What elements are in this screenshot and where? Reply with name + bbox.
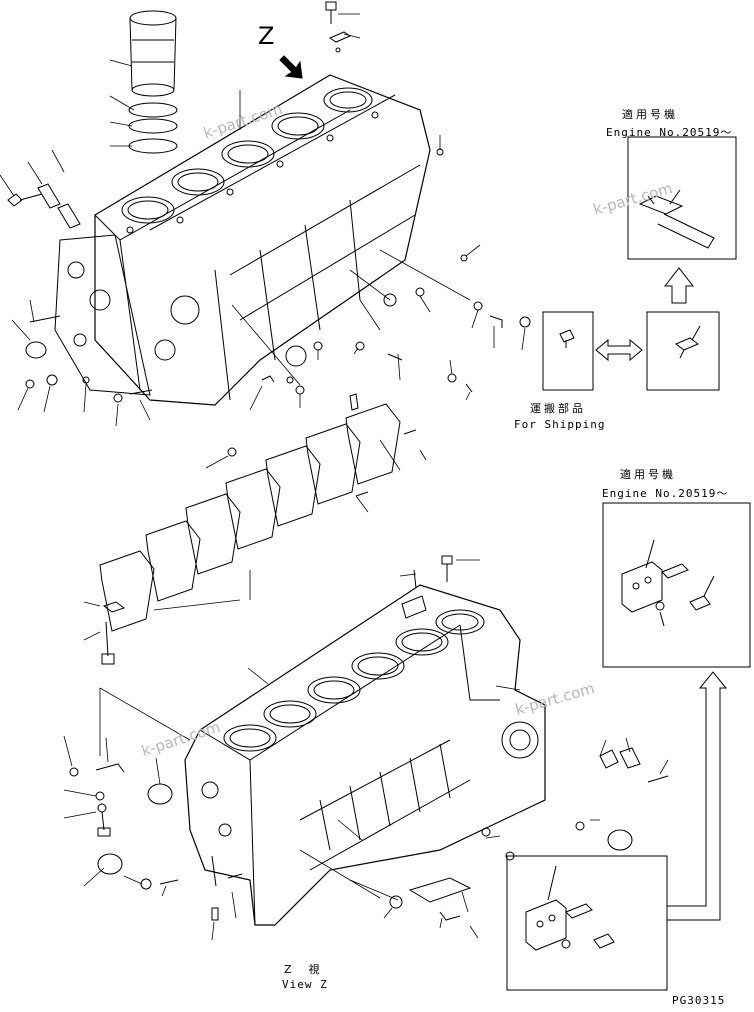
page-code: PG30315 — [672, 994, 726, 1007]
view-z-arrow — [279, 55, 303, 79]
applicable-jp-top: 適用号機 — [622, 108, 678, 121]
arrow-up — [663, 267, 695, 304]
bearing-caps — [99, 393, 417, 632]
view-z-label-en: View Z — [282, 978, 328, 991]
inset-box-top — [627, 136, 737, 260]
shipping-part-box — [542, 311, 594, 391]
view-z-box — [506, 855, 668, 991]
cylinder-block-bottom — [184, 584, 546, 926]
view-z-label-jp: Z 視 — [284, 963, 323, 976]
top-fasteners — [7, 1, 531, 457]
view-marker: Z — [258, 22, 275, 50]
applicable-en-top: Engine No.20519～ — [606, 126, 733, 139]
leader-lines-caps — [83, 439, 427, 641]
double-arrow — [595, 338, 643, 362]
shipping-label-en: For Shipping — [514, 418, 606, 431]
applicable-jp-mid: 適用号機 — [620, 468, 676, 481]
connector-arrow — [667, 671, 728, 921]
leader-lines-top — [0, 13, 526, 469]
inset-box-mid — [602, 502, 751, 668]
cylinder-liner — [128, 10, 178, 154]
sensor-box — [646, 311, 720, 391]
cap-bolt — [101, 601, 126, 665]
applicable-en-mid: Engine No.20519～ — [602, 487, 729, 500]
shipping-label-jp: 運搬部品 — [530, 402, 586, 415]
cylinder-block-top — [54, 74, 431, 406]
leader-lines-bottom — [63, 559, 669, 941]
